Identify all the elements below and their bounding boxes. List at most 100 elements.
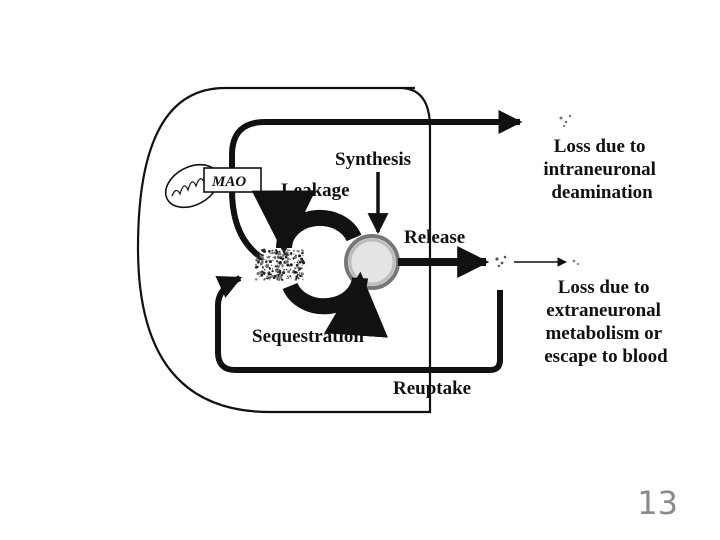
molecule-dot bbox=[254, 265, 258, 269]
molecule-dot bbox=[295, 277, 298, 280]
molecule-dot bbox=[268, 267, 271, 270]
molecule-dot bbox=[281, 278, 284, 281]
molecule-dot bbox=[297, 250, 300, 253]
loss-extraneuronal-line: Loss due to bbox=[558, 277, 650, 298]
molecule-dot bbox=[259, 262, 263, 265]
molecule-dot bbox=[301, 267, 304, 270]
molecule-dot bbox=[258, 254, 260, 256]
mao-label: MAO bbox=[211, 174, 246, 190]
molecule-dot bbox=[289, 265, 291, 267]
molecule-dot bbox=[261, 270, 264, 273]
molecule-dot bbox=[275, 251, 278, 253]
molecule-dot bbox=[281, 264, 284, 267]
molecule-dot bbox=[284, 252, 288, 256]
molecule-dot bbox=[293, 255, 297, 259]
molecule-dot bbox=[297, 267, 299, 269]
leakage-sequestration-cycle bbox=[251, 190, 388, 338]
leakage-label: Leakage bbox=[281, 180, 350, 201]
molecule-dot bbox=[273, 256, 277, 260]
molecule-dot bbox=[255, 253, 259, 256]
molecule-dot bbox=[264, 258, 266, 260]
reuptake-arrow bbox=[215, 275, 503, 373]
molecule-dot bbox=[302, 249, 304, 251]
molecule-dot bbox=[255, 256, 258, 259]
loss-intraneuronal-line: Loss due to bbox=[554, 136, 646, 157]
molecule-dot bbox=[276, 274, 279, 277]
molecule-dot bbox=[271, 264, 273, 266]
molecule-dot bbox=[279, 256, 283, 260]
molecule-dot bbox=[272, 268, 274, 270]
release-label: Release bbox=[404, 227, 465, 248]
molecule-dot bbox=[287, 249, 289, 251]
molecule-dot bbox=[278, 271, 280, 273]
molecule-dot bbox=[272, 259, 274, 262]
molecule-dot bbox=[273, 251, 276, 254]
molecule-dot bbox=[302, 263, 304, 265]
molecule-dot bbox=[271, 269, 274, 273]
molecule-dot bbox=[262, 254, 264, 256]
molecule-dot bbox=[276, 276, 280, 280]
molecule-dot bbox=[271, 249, 274, 252]
molecule-dot bbox=[271, 251, 274, 255]
released-molecule-icon bbox=[495, 255, 507, 268]
molecule-dot bbox=[289, 249, 291, 252]
molecule-dot bbox=[297, 269, 300, 272]
molecule-dot bbox=[290, 277, 292, 279]
molecule-dot bbox=[260, 274, 264, 277]
molecule-dot bbox=[293, 253, 295, 255]
molecule-dot bbox=[296, 250, 298, 252]
loss-intraneuronal-line: deamination bbox=[551, 182, 653, 203]
mao-box bbox=[203, 167, 262, 193]
molecule-dot bbox=[290, 259, 292, 261]
molecule-dot bbox=[300, 257, 304, 261]
synthesis-label: Synthesis bbox=[335, 149, 411, 170]
molecule-dot bbox=[299, 274, 302, 278]
molecule-dots-icon bbox=[254, 248, 306, 281]
molecule-dot bbox=[277, 273, 281, 276]
molecule-dot bbox=[289, 268, 292, 270]
molecule-dot bbox=[298, 266, 300, 268]
molecule-dot bbox=[274, 252, 278, 255]
molecule-dot bbox=[298, 267, 302, 270]
loss-extraneuronal-line: extraneuronal bbox=[546, 300, 661, 321]
molecule-dot bbox=[289, 269, 291, 271]
molecule-dot bbox=[284, 260, 288, 264]
loss-extraneuronal-line: escape to blood bbox=[544, 346, 668, 367]
molecule-dot bbox=[258, 256, 261, 258]
molecule-dot bbox=[265, 263, 269, 267]
molecule-dot bbox=[300, 272, 303, 274]
leakage-arrow bbox=[251, 190, 362, 255]
molecule-dot bbox=[269, 255, 271, 257]
extraneuronal-molecule-icon bbox=[572, 259, 580, 266]
molecule-dot bbox=[301, 264, 303, 266]
molecule-dot bbox=[283, 268, 286, 271]
molecule-dot bbox=[255, 258, 258, 262]
molecule-dot bbox=[297, 263, 300, 265]
molecule-dot bbox=[287, 257, 290, 261]
molecule-dot bbox=[262, 267, 265, 269]
molecule-dot bbox=[295, 263, 299, 267]
molecule-dot bbox=[281, 249, 284, 252]
molecule-dot bbox=[275, 269, 278, 273]
molecule-dot bbox=[277, 264, 280, 268]
molecule-dot bbox=[296, 261, 299, 264]
molecule-dot bbox=[281, 254, 285, 257]
molecule-dot bbox=[277, 268, 280, 271]
molecule-dot bbox=[273, 274, 277, 278]
molecule-dot bbox=[256, 272, 260, 276]
loss-intraneuronal-line: intraneuronal bbox=[543, 159, 656, 180]
molecule-dot bbox=[269, 260, 272, 264]
molecule-dot bbox=[264, 268, 266, 271]
molecule-dot bbox=[282, 271, 286, 275]
molecule-dot bbox=[292, 249, 296, 252]
molecule-dot bbox=[274, 265, 277, 267]
molecule-dot bbox=[259, 270, 262, 274]
molecule-dot bbox=[261, 249, 264, 252]
molecule-dot bbox=[259, 275, 261, 277]
molecule-dot bbox=[287, 277, 290, 279]
loss-intraneuronal-label: Loss due to intraneuronal deamination bbox=[543, 136, 660, 203]
molecule-dot bbox=[295, 267, 297, 269]
molecule-dot bbox=[295, 275, 299, 279]
molecule-dot bbox=[281, 274, 283, 277]
molecule-dot bbox=[268, 250, 271, 253]
